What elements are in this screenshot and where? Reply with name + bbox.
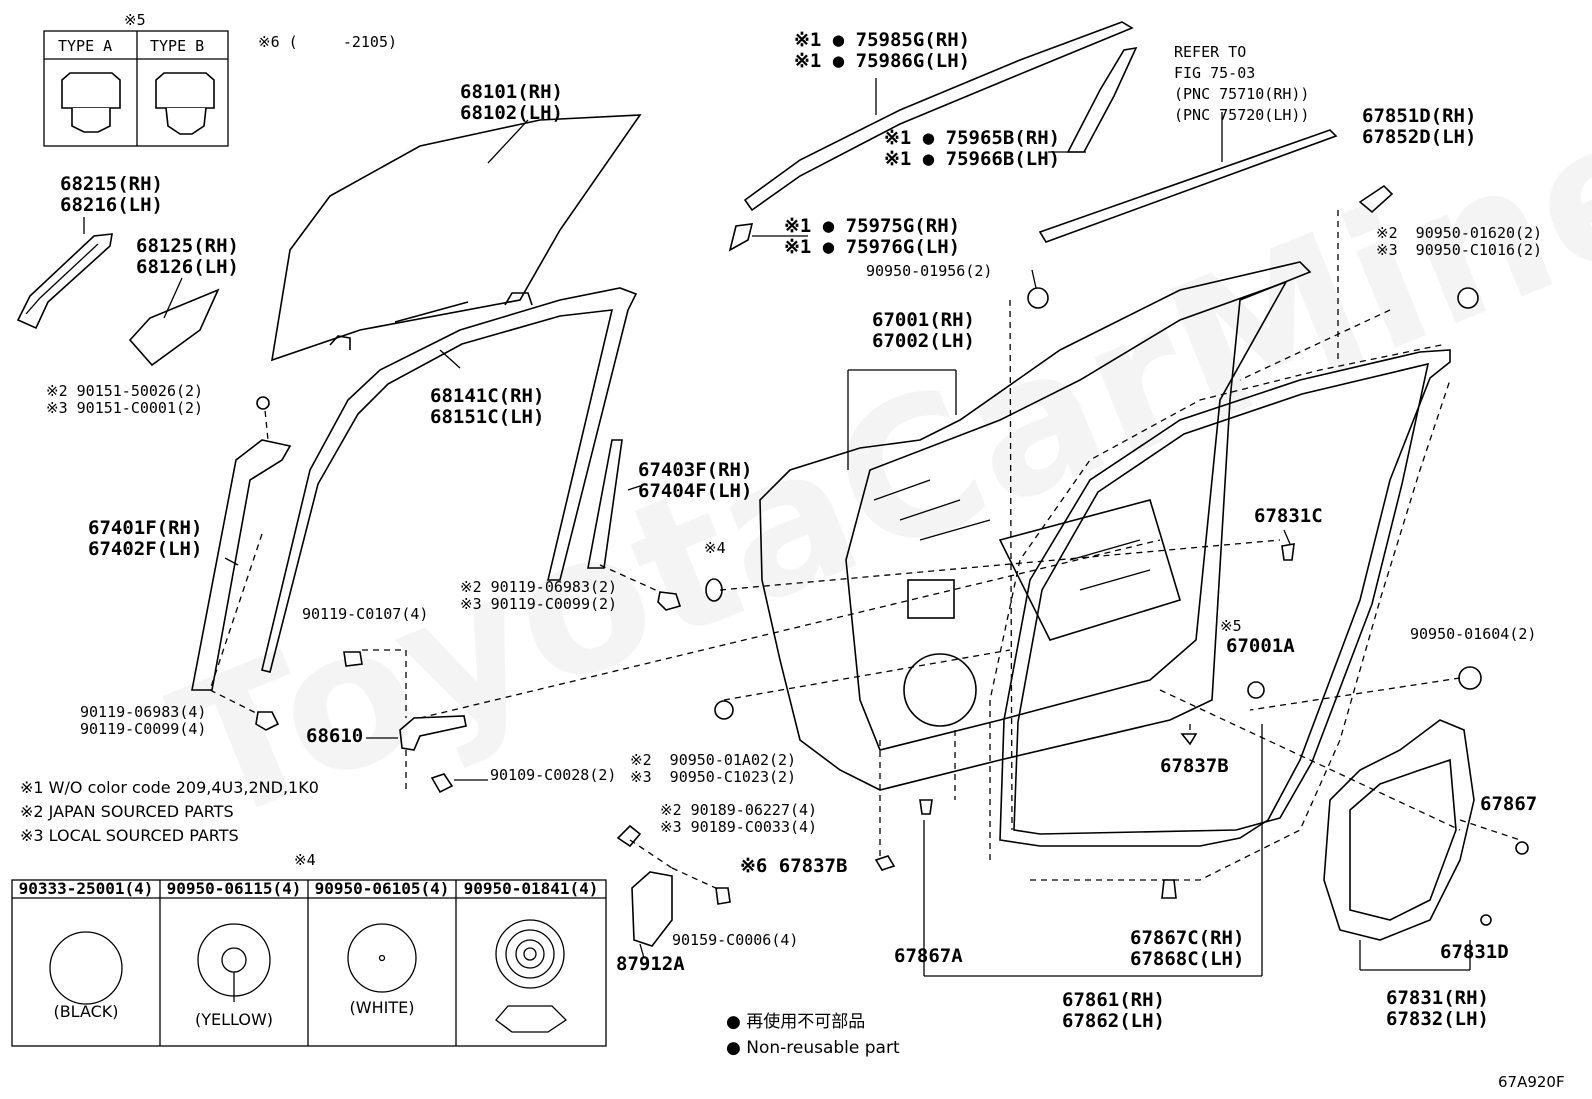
division-bar-rear	[587, 439, 623, 569]
label-67001a: 67001A	[1226, 635, 1295, 657]
label-90950-01604: 90950-01604(2)	[1410, 625, 1537, 643]
belt-molding-upper	[743, 21, 1134, 212]
label-67867: 67867	[1480, 793, 1538, 815]
label-68610: 68610	[306, 725, 364, 747]
label-90151: ※2 90151-50026(2) ※3 90151-C0001(2)	[46, 382, 204, 417]
door-check	[399, 715, 467, 751]
figure-code: 67A920F	[1498, 1073, 1565, 1091]
run-channel	[261, 287, 638, 673]
plug-part-1: 90333-25001(4)	[18, 879, 154, 898]
label-mark4: ※4	[704, 539, 726, 557]
label-90109: 90109-C0028(2)	[490, 766, 617, 784]
label-75975: ※1 ● 75975G(RH) ※1 ● 75976G(LH)	[784, 215, 961, 258]
label-67403: 67403F(RH) 67404F(LH)	[638, 459, 753, 502]
label-90159: 90159-C0006(4)	[672, 931, 799, 949]
note-1: ※1 W/O color code 209,4U3,2ND,1K0	[20, 778, 319, 797]
label-67401: 67401F(RH) 67402F(LH)	[88, 517, 203, 560]
label-67831: 67831(RH) 67832(LH)	[1386, 987, 1489, 1030]
door-weatherstrip	[999, 349, 1451, 847]
bracket	[631, 871, 673, 947]
plug-caption-yellow: (YELLOW)	[194, 1010, 274, 1029]
note6-range: ※6 ( -2105)	[258, 33, 397, 51]
type-box	[43, 30, 229, 147]
plug-table-mark: ※4	[294, 851, 316, 869]
label-87912a: 87912A	[616, 953, 685, 975]
label-68125: 68125(RH) 68126(LH)	[136, 235, 239, 278]
label-75965: ※1 ● 75965B(RH) ※1 ● 75966B(LH)	[884, 127, 1061, 170]
label-75985: ※1 ● 75985G(RH) ※1 ● 75986G(LH)	[794, 29, 971, 72]
type-box-mark: ※5	[124, 11, 146, 29]
label-90950-01956: 90950-01956(2)	[866, 262, 993, 280]
label-90119-lower: 90119-06983(4) 90119-C0099(4)	[80, 703, 207, 738]
quarter-glass	[128, 288, 220, 367]
label-67837b: 67837B	[1160, 755, 1229, 777]
label-67867a: 67867A	[894, 945, 963, 967]
legend-en: ● Non-reusable part	[726, 1038, 900, 1058]
label-67831c: 67831C	[1254, 505, 1323, 527]
label-90189: ※2 90189-06227(4) ※3 90189-C0033(4)	[660, 801, 818, 836]
label-67851: 67851D(RH) 67852D(LH)	[1362, 105, 1477, 148]
label-68215: 68215(RH) 68216(LH)	[60, 173, 163, 216]
outer-weatherstrip	[1038, 129, 1338, 243]
label-67837b-mark6: ※6 67837B	[740, 855, 848, 877]
corner-garnish	[16, 233, 113, 330]
type-a-label: TYPE A	[58, 37, 113, 55]
label-67001a-mark: ※5	[1220, 617, 1242, 635]
label-68101: 68101(RH) 68102(LH)	[460, 81, 563, 124]
service-hole-cover	[1323, 719, 1529, 971]
plug-caption-white: (WHITE)	[349, 998, 415, 1017]
plug-part-2: 90950-06115(4)	[166, 879, 302, 898]
door-panel	[759, 261, 1312, 791]
legend-jp: ● 再使用不可部品	[726, 1012, 866, 1032]
label-67831d: 67831D	[1440, 941, 1509, 963]
note-2: ※2 JAPAN SOURCED PARTS	[20, 802, 234, 821]
label-refer-fig: REFER TO FIG 75-03 (PNC 75710(RH)) (PNC …	[1174, 43, 1310, 124]
plug-part-4: 90950-01841(4)	[463, 879, 599, 898]
label-90119-c0107: 90119-C0107(4)	[302, 605, 429, 623]
door-glass	[270, 114, 642, 362]
plug-caption-black: (BLACK)	[53, 1002, 119, 1021]
label-67001: 67001(RH) 67002(LH)	[872, 309, 975, 352]
label-67867c: 67867C(RH) 67868C(LH)	[1130, 927, 1245, 970]
pillar-garnish	[1066, 46, 1138, 153]
type-b-label: TYPE B	[150, 37, 205, 55]
bolts	[255, 396, 731, 905]
note-3: ※3 LOCAL SOURCED PARTS	[20, 826, 239, 845]
plug-part-3: 90950-06105(4)	[314, 879, 450, 898]
label-90119-upper: ※2 90119-06983(2) ※3 90119-C0099(2)	[460, 578, 618, 613]
plug-table	[11, 879, 607, 1047]
label-90950-01620: ※2 90950-01620(2) ※3 90950-C1016(2)	[1376, 224, 1543, 259]
label-67861: 67861(RH) 67862(LH)	[1062, 989, 1165, 1032]
division-bar-front	[191, 439, 292, 691]
label-90950-01a02: ※2 90950-01A02(2) ※3 90950-C1023(2)	[630, 751, 797, 786]
label-68141: 68141C(RH) 68151C(LH)	[430, 385, 545, 428]
